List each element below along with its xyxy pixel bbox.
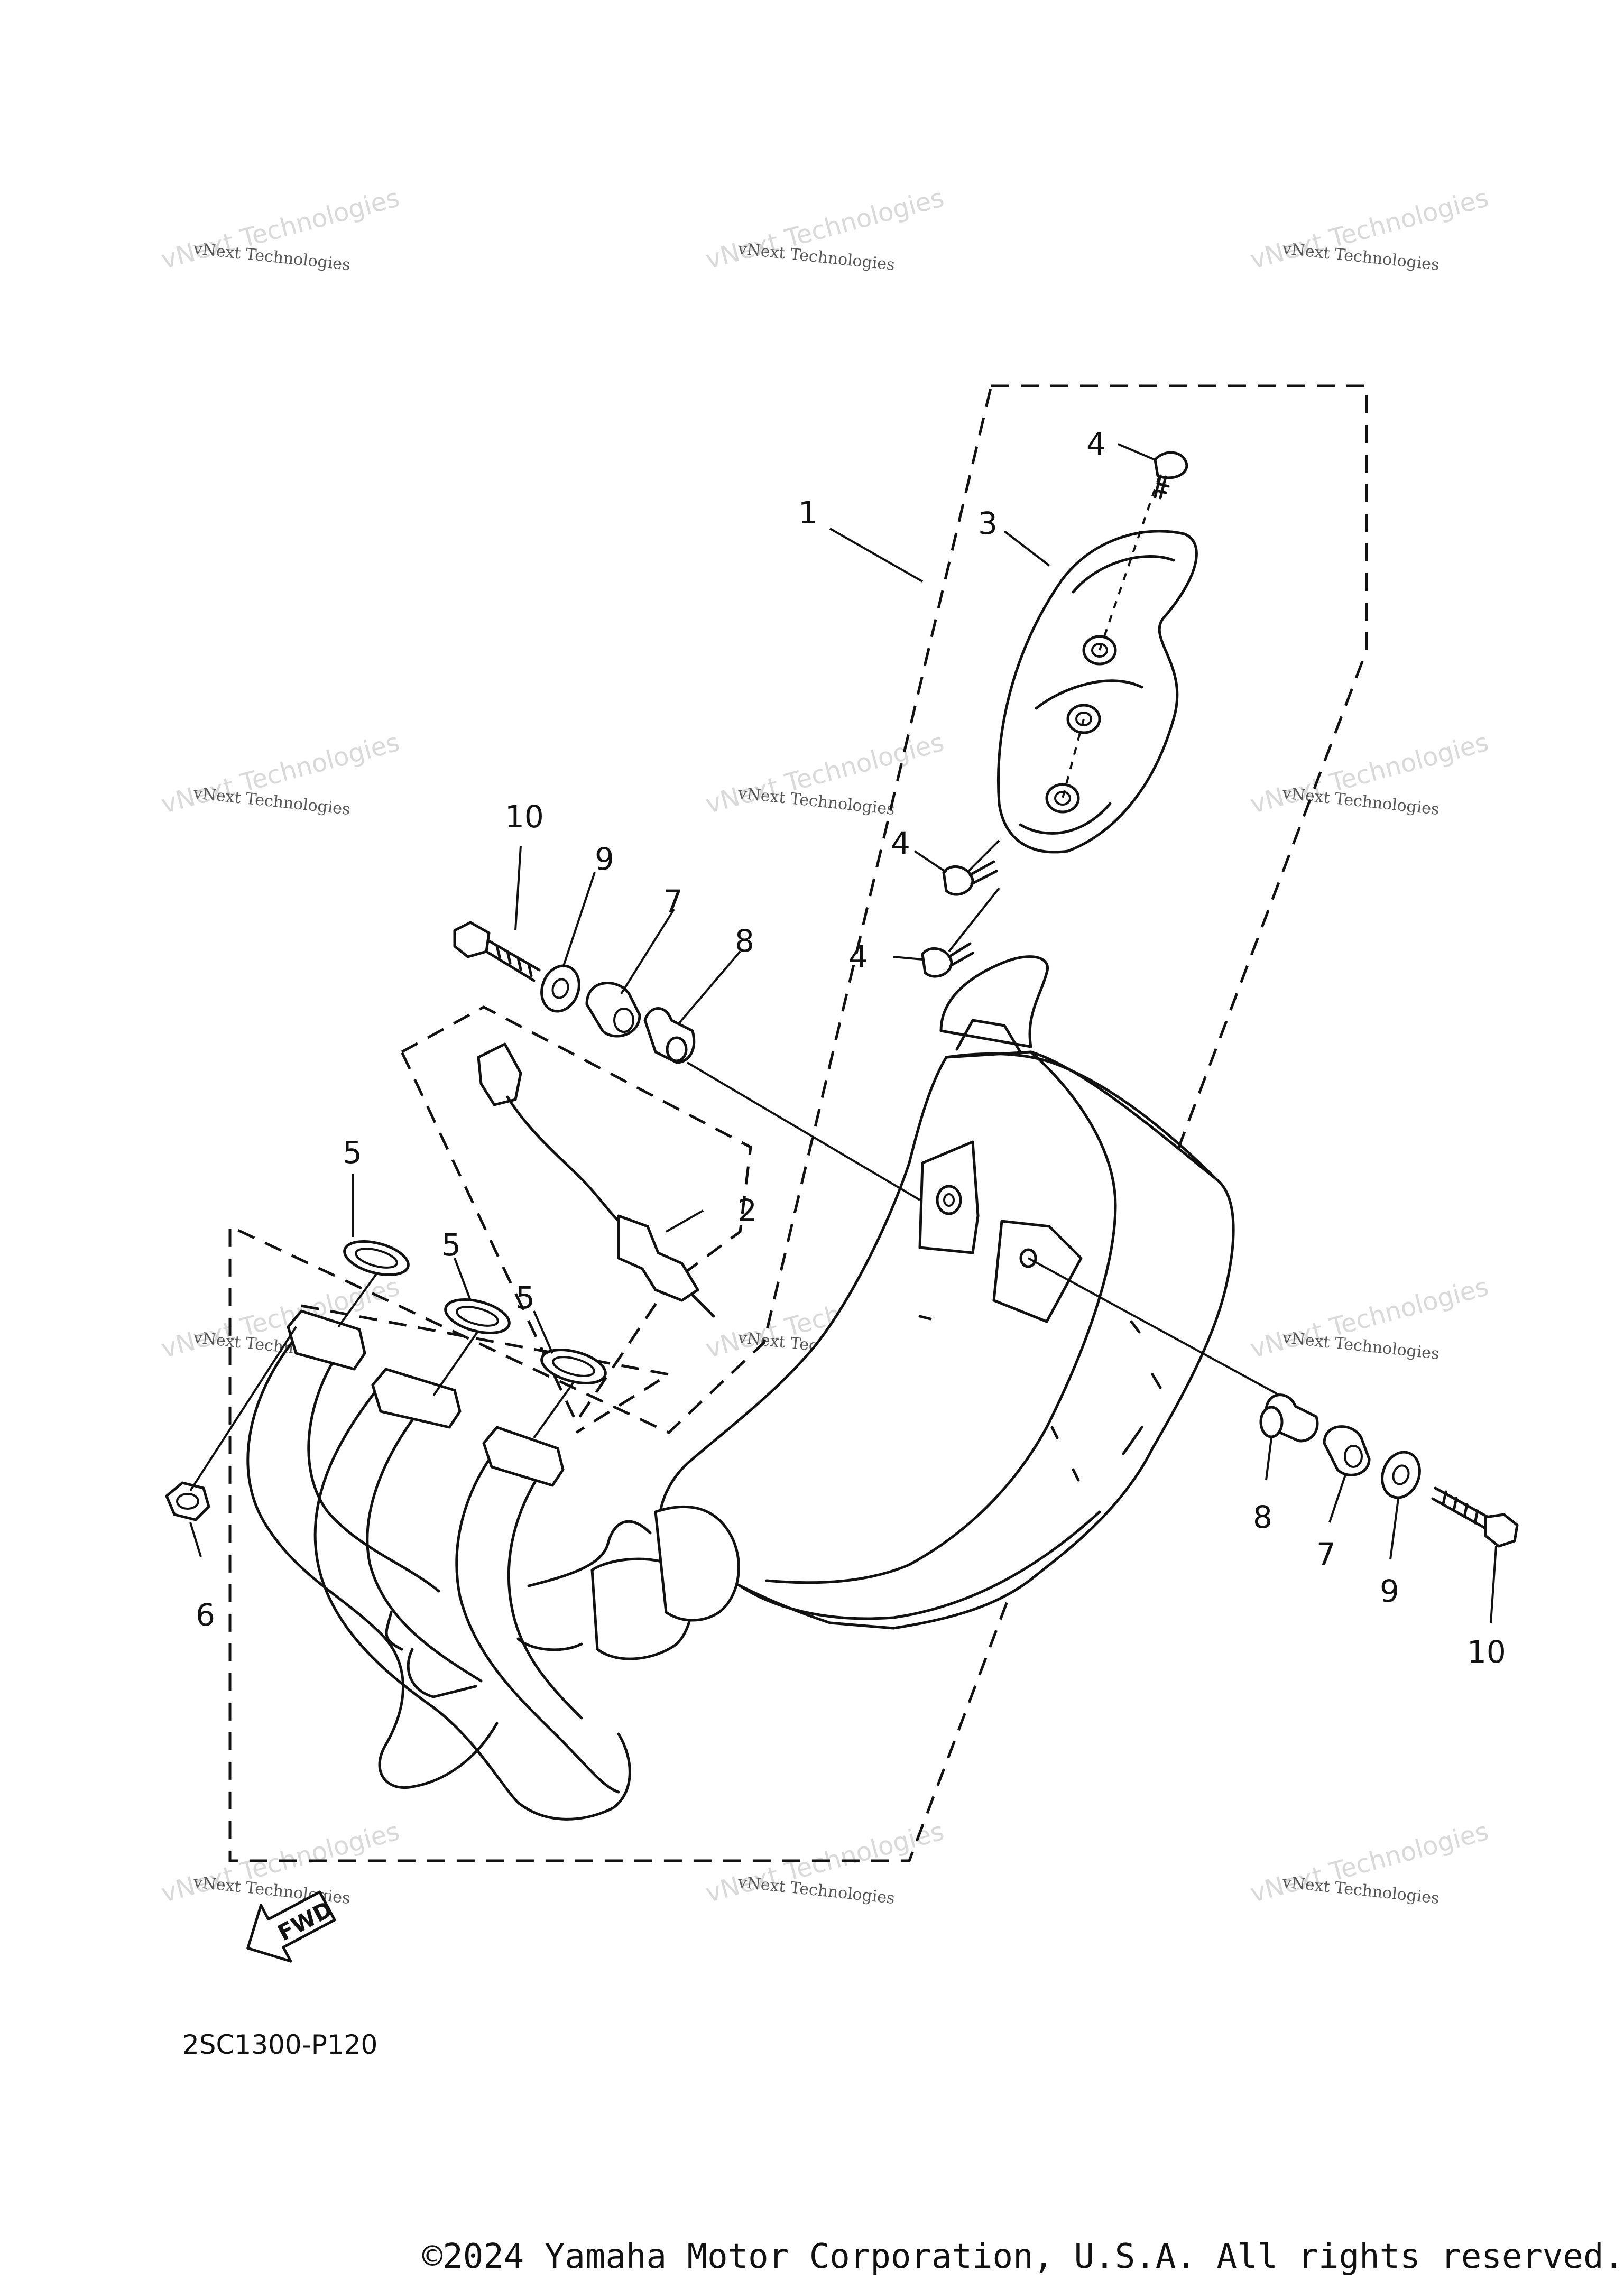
diagram-code: 2SC1300-P120 <box>182 2029 377 2060</box>
part-label-1: 1 <box>798 495 818 531</box>
part-label-9b: 9 <box>1380 1573 1399 1609</box>
bolt-10-right <box>1484 1513 1519 1548</box>
part-number-labels: 1 2 3 4 4 4 5 5 5 6 7 7 8 8 9 9 10 10 <box>196 426 1506 1670</box>
oxygen-sensor <box>477 1042 715 1318</box>
exhaust-header-pipes <box>246 1309 740 1821</box>
assembly-boundaries <box>228 384 1368 1862</box>
part-label-3: 3 <box>978 505 998 541</box>
part-label-10b: 10 <box>1467 1634 1506 1670</box>
watermark-layer: vNext Technologies vNext Technologies vN… <box>158 183 1492 1908</box>
muffler-body <box>658 955 1235 1630</box>
part-label-2: 2 <box>737 1193 757 1229</box>
part-label-7a: 7 <box>663 883 683 919</box>
part-label-4c: 4 <box>848 939 868 975</box>
part-label-4b: 4 <box>891 825 910 861</box>
screw-4-top <box>1154 451 1188 500</box>
heat-protector <box>996 473 1198 854</box>
part-label-5c: 5 <box>515 1280 535 1316</box>
part-label-7b: 7 <box>1316 1536 1336 1572</box>
right-mount-hardware <box>1028 1257 1519 1548</box>
part-label-5a: 5 <box>343 1134 362 1170</box>
gaskets <box>343 1240 607 1384</box>
part-label-8b: 8 <box>1253 1499 1272 1535</box>
part-label-8a: 8 <box>735 923 754 959</box>
screw-4-bottom <box>921 887 1000 978</box>
nut-6 <box>165 1481 210 1521</box>
leader-lines <box>189 443 1497 1623</box>
part-label-10a: 10 <box>505 799 544 835</box>
part-label-6: 6 <box>196 1597 215 1633</box>
collar-7-left <box>585 982 641 1038</box>
muffler-assembly-boundary <box>228 384 1368 1862</box>
part-label-5b: 5 <box>441 1227 461 1263</box>
part-label-9a: 9 <box>595 841 614 877</box>
sensor-group-boundary <box>400 1005 752 1425</box>
washer-9-left <box>540 964 580 1013</box>
washer-9-right <box>1381 1451 1421 1499</box>
part-label-4a: 4 <box>1086 426 1106 462</box>
bolt-10-left <box>453 921 491 958</box>
gasket-group-line <box>301 1304 672 1434</box>
copyright-notice: ©2024 Yamaha Motor Corporation, U.S.A. A… <box>422 2237 1624 2276</box>
left-mount-hardware <box>453 921 921 1201</box>
screw-4-middle <box>942 839 1000 896</box>
